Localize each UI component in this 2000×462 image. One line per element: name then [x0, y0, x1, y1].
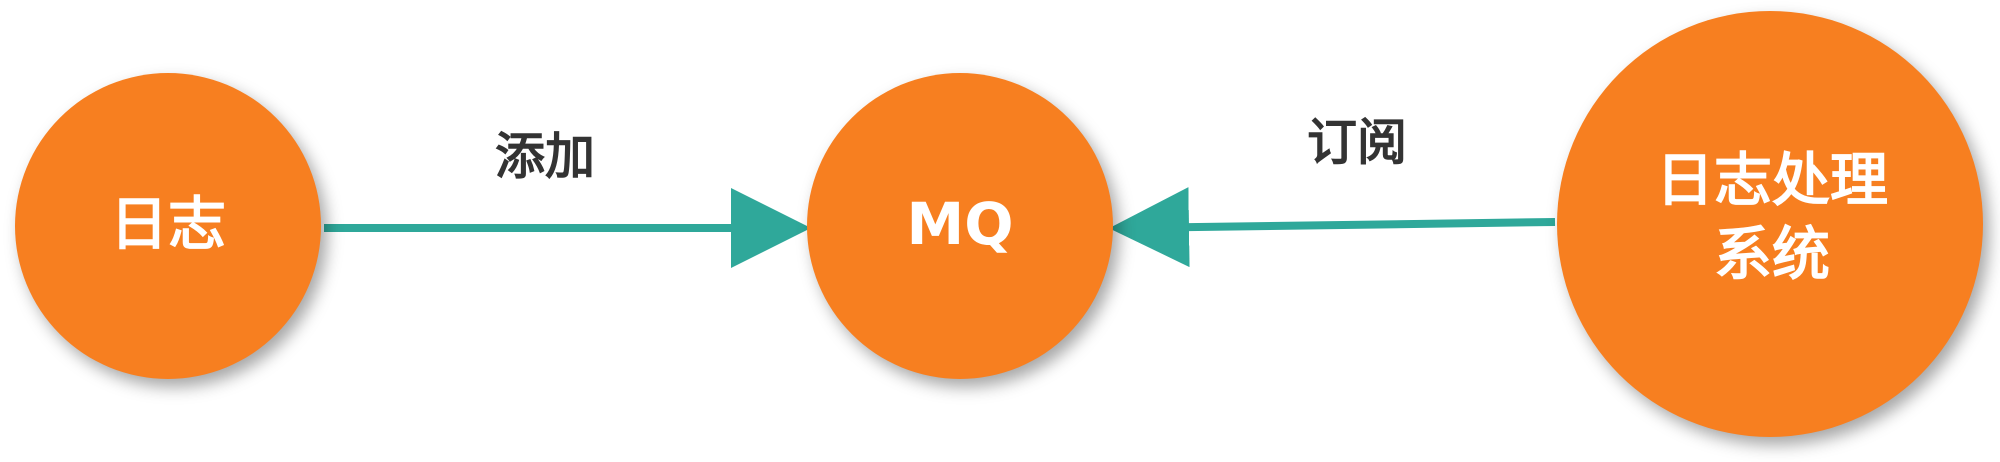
- mq-label: MQ: [906, 190, 1013, 258]
- log-label: 日志: [110, 190, 226, 258]
- edge-subscribe: 订阅: [1109, 114, 1556, 268]
- subscribe-arrow: [1109, 187, 1556, 268]
- processor-label-line1: 日志处理: [1656, 146, 1888, 214]
- processor-circle: [1557, 11, 1983, 437]
- log-circle: [15, 73, 321, 379]
- node-processor: 日志处理 系统: [1557, 11, 1983, 437]
- subscribe-label: 订阅: [1307, 114, 1407, 172]
- edge-add: 添加: [324, 128, 811, 268]
- mq-circle: [807, 73, 1113, 379]
- add-label: 添加: [495, 128, 595, 186]
- processor-label-line2: 系统: [1714, 220, 1830, 288]
- node-mq: MQ: [807, 73, 1113, 379]
- node-log: 日志: [15, 73, 321, 379]
